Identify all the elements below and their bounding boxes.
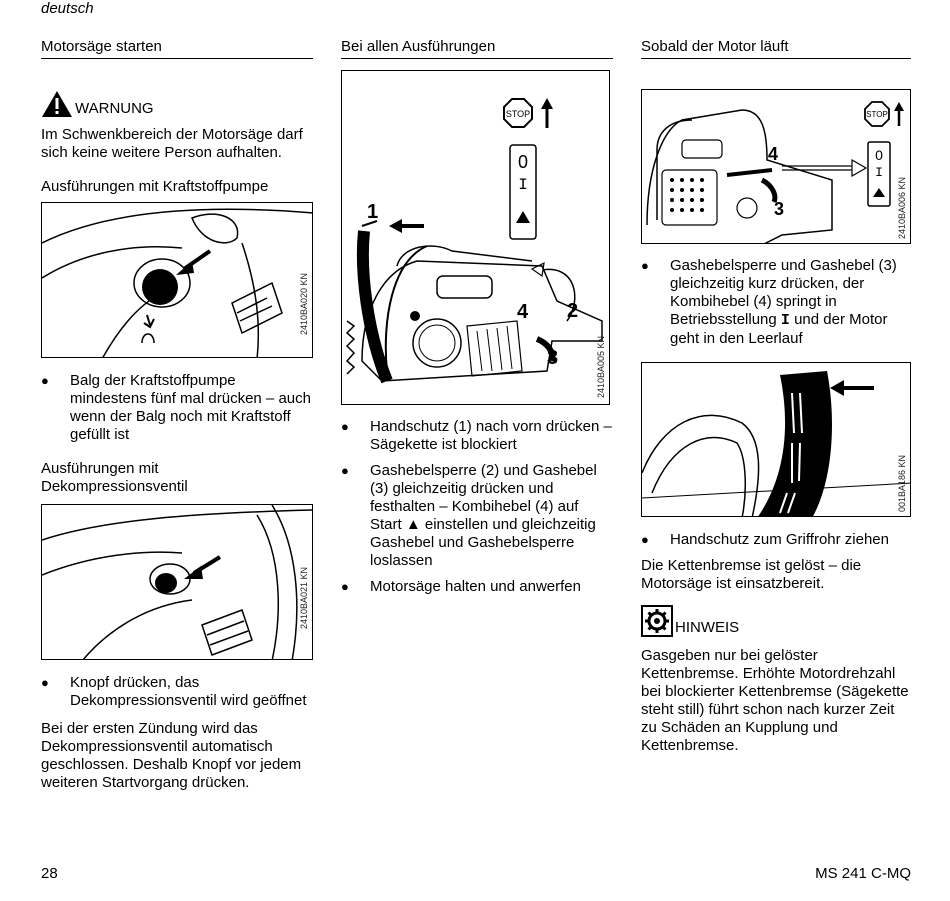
section-title-engine-running: Sobald der Motor läuft <box>641 37 911 59</box>
callout-4: 4 <box>517 301 529 323</box>
warning-label: WARNUNG <box>75 100 154 117</box>
callout-1: 1 <box>367 201 378 223</box>
start-symbol-icon: ▲ <box>405 516 421 533</box>
column-engine-running: Sobald der Motor läuft STOP 0 I <box>641 37 911 755</box>
decompression-illustration <box>42 505 312 659</box>
figure-code: 001BA186 KN <box>897 454 907 512</box>
bullet-text-part-1: Gashebelsperre und Gashebel (3) gleichze… <box>670 257 897 328</box>
bullet-text-part-2: und der Motor geht in den Leerlauf <box>670 311 888 347</box>
figure-code: 2410BA005 KN <box>596 335 606 398</box>
warning-text: Im Schwenkbereich der Motorsäge darf sic… <box>41 126 303 161</box>
callout-3: 3 <box>774 199 784 219</box>
bullet-start-saw: ● Motorsäge halten und anwerfen <box>341 578 613 596</box>
bullet-dot-icon: ● <box>641 532 649 547</box>
subheading-fuel-pump: Ausführungen mit Kraftstoffpumpe <box>41 178 269 195</box>
brake-released-paragraph: Die Kettenbremse ist gelöst – die Motors… <box>641 557 862 592</box>
switch-position-zero: 0 <box>518 152 528 172</box>
stop-sign-label: STOP <box>506 109 530 119</box>
figure-chain-brake: 001BA186 KN <box>641 362 911 517</box>
section-title-all-versions: Bei allen Ausführungen <box>341 37 613 59</box>
warning-heading: WARNUNG <box>41 90 313 118</box>
notice-text: Gasgeben nur bei gelöster Kettenbremse. … <box>641 647 909 754</box>
switch-position-run: I <box>518 176 528 194</box>
callout-2: 2 <box>567 300 578 322</box>
figure-decompression: 2410BA021 KN <box>41 504 313 660</box>
bullet-text: Handschutz (1) nach vorn drücken – Sägek… <box>370 418 612 453</box>
bullet-handguard: ● Handschutz (1) nach vorn drücken – Säg… <box>341 418 613 454</box>
bullet-fuel-pump: ● Balg der Kraftstoffpumpe mindestens fü… <box>41 372 313 444</box>
figure-code: 2410BA020 KN <box>299 272 309 335</box>
bullet-text-part-2: einstellen und gleichzeitig Gashebel und… <box>370 516 596 569</box>
column-all-versions: Bei allen Ausführungen STOP 0 I <box>341 37 613 596</box>
stop-sign-label: STOP <box>866 110 888 119</box>
bullet-text-part-1: Gashebelsperre (2) und Gashebel (3) glei… <box>370 462 597 533</box>
language-label: deutsch <box>41 0 94 17</box>
engine-running-illustration: STOP 0 I 4 <box>646 101 904 243</box>
bullet-throttle: ● Gashebelsperre (2) und Gashebel (3) gl… <box>341 462 613 570</box>
bullet-decompression: ● Knopf drücken, das Dekompressionsventi… <box>41 674 313 710</box>
bullet-dot-icon: ● <box>641 258 649 273</box>
switch-position-run: I <box>875 165 883 180</box>
bullet-dot-icon: ● <box>41 675 49 690</box>
decompression-paragraph: Bei der ersten Zündung wird das Dekompre… <box>41 720 302 791</box>
bullet-dot-icon: ● <box>41 373 49 388</box>
figure-engine-running: STOP 0 I 4 <box>641 89 911 244</box>
run-symbol-icon: I <box>780 312 790 329</box>
bullet-pull-handguard: ● Handschutz zum Griffrohr ziehen <box>641 531 911 549</box>
figure-chainsaw-start: STOP 0 I <box>341 70 610 405</box>
notice-heading: HINWEIS <box>641 605 911 637</box>
column-start-saw: Motorsäge starten WARNUNG Im Schwenkbere… <box>41 37 313 792</box>
switch-position-zero: 0 <box>875 147 883 163</box>
bullet-dot-icon: ● <box>341 579 349 594</box>
callout-4: 4 <box>768 144 778 164</box>
figure-code: 2410BA021 KN <box>299 566 309 629</box>
section-title-start: Motorsäge starten <box>41 37 313 59</box>
warning-triangle-icon <box>42 91 72 117</box>
fuel-pump-illustration <box>42 208 312 357</box>
bullet-text-line-2: Dekompressionsventil wird geöffnet <box>70 692 307 709</box>
bullet-text: Balg der Kraftstoffpumpe mindestens fünf… <box>70 372 311 443</box>
subheading-decompression-2: Dekompressionsventil <box>41 478 188 495</box>
subheading-decompression-1: Ausführungen mit <box>41 460 159 477</box>
model-name: MS 241 C-MQ <box>815 865 911 882</box>
bullet-idle: ● Gashebelsperre und Gashebel (3) gleich… <box>641 257 911 348</box>
chainsaw-start-illustration: STOP 0 I <box>345 98 603 384</box>
bullet-text: Handschutz zum Griffrohr ziehen <box>670 531 889 548</box>
callout-3: 3 <box>547 347 558 369</box>
bullet-dot-icon: ● <box>341 419 349 434</box>
bullet-dot-icon: ● <box>341 463 349 478</box>
gear-notice-icon <box>641 605 673 637</box>
bullet-text: Motorsäge halten und anwerfen <box>370 578 581 595</box>
chain-brake-illustration <box>642 371 910 516</box>
figure-fuel-pump: 2410BA020 KN <box>41 202 313 358</box>
bullet-text-line-1: Knopf drücken, das <box>70 674 200 691</box>
figure-code: 2410BA006 KN <box>897 176 907 239</box>
page-number: 28 <box>41 865 58 882</box>
notice-label: HINWEIS <box>675 619 740 636</box>
